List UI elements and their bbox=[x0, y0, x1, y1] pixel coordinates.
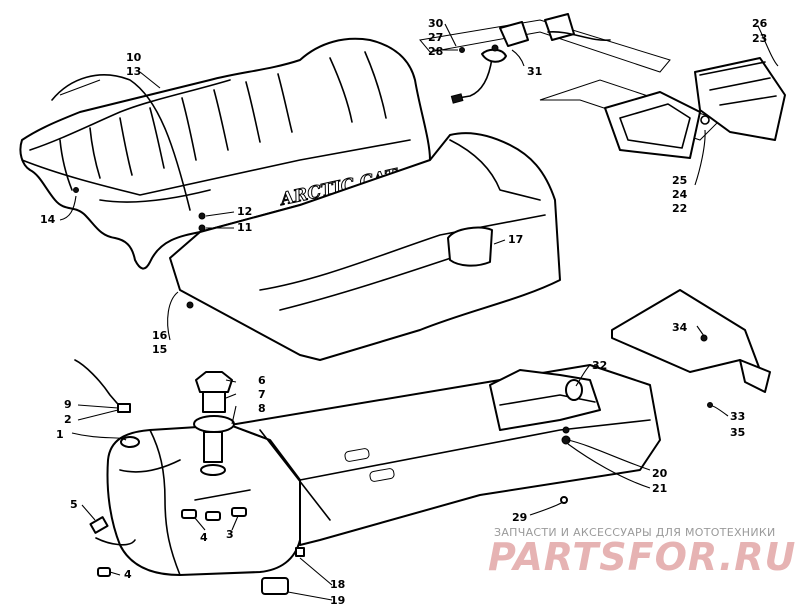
callout-11: 11 bbox=[237, 221, 252, 234]
callout-33: 33 bbox=[730, 410, 745, 423]
callout-34: 34 bbox=[672, 321, 688, 334]
callout-7: 7 bbox=[258, 388, 266, 401]
callout-31: 31 bbox=[527, 65, 542, 78]
leader-lines bbox=[59, 23, 779, 601]
taillight-assembly bbox=[419, 13, 786, 159]
callout-17: 17 bbox=[508, 233, 523, 246]
callout-4-upper: 4 bbox=[200, 531, 208, 544]
callout-3: 3 bbox=[226, 528, 234, 541]
callout-16: 16 bbox=[152, 329, 168, 342]
callout-21: 21 bbox=[652, 482, 667, 495]
watermark-caption: ЗАПЧАСТИ И АКСЕССУАРЫ ДЛЯ МОТОТЕХНИКИ bbox=[494, 526, 776, 539]
fuel-tank bbox=[106, 424, 301, 576]
seat-base bbox=[169, 132, 561, 361]
rear-bumper bbox=[611, 289, 771, 393]
callout-10: 10 bbox=[126, 51, 142, 64]
callout-23: 23 bbox=[752, 32, 767, 45]
fuel-cap-assembly bbox=[193, 371, 235, 476]
callout-20: 20 bbox=[652, 467, 668, 480]
chassis-tunnel bbox=[229, 364, 661, 546]
callout-27: 27 bbox=[428, 31, 443, 44]
callout-32: 32 bbox=[592, 359, 607, 372]
callout-35: 35 bbox=[730, 426, 745, 439]
callout-18: 18 bbox=[330, 578, 345, 591]
callout-28: 28 bbox=[428, 45, 443, 58]
callout-2: 2 bbox=[64, 413, 72, 426]
callout-14: 14 bbox=[40, 213, 56, 226]
callout-13: 13 bbox=[126, 65, 141, 78]
callout-8: 8 bbox=[258, 402, 266, 415]
callout-30: 30 bbox=[428, 17, 444, 30]
watermark: ЗАПЧАСТИ И АКСЕССУАРЫ ДЛЯ МОТОТЕХНИКИ PA… bbox=[488, 526, 796, 579]
callout-labels: 10 13 14 12 11 16 15 17 30 27 28 31 26 2… bbox=[40, 17, 768, 607]
callout-19: 19 bbox=[330, 594, 345, 607]
callout-24: 24 bbox=[672, 188, 688, 201]
hardware-parts bbox=[73, 187, 713, 595]
callout-29: 29 bbox=[512, 511, 527, 524]
callout-15: 15 bbox=[152, 343, 167, 356]
callout-9: 9 bbox=[64, 398, 72, 411]
callout-22: 22 bbox=[672, 202, 687, 215]
callout-6: 6 bbox=[258, 374, 266, 387]
callout-5: 5 bbox=[70, 498, 78, 511]
callout-12: 12 bbox=[237, 205, 252, 218]
callout-25: 25 bbox=[672, 174, 687, 187]
callout-4-lower: 4 bbox=[124, 568, 132, 581]
callout-26: 26 bbox=[752, 17, 768, 30]
callout-1: 1 bbox=[56, 428, 64, 441]
watermark-logo: PARTSFOR.RU bbox=[488, 535, 796, 579]
